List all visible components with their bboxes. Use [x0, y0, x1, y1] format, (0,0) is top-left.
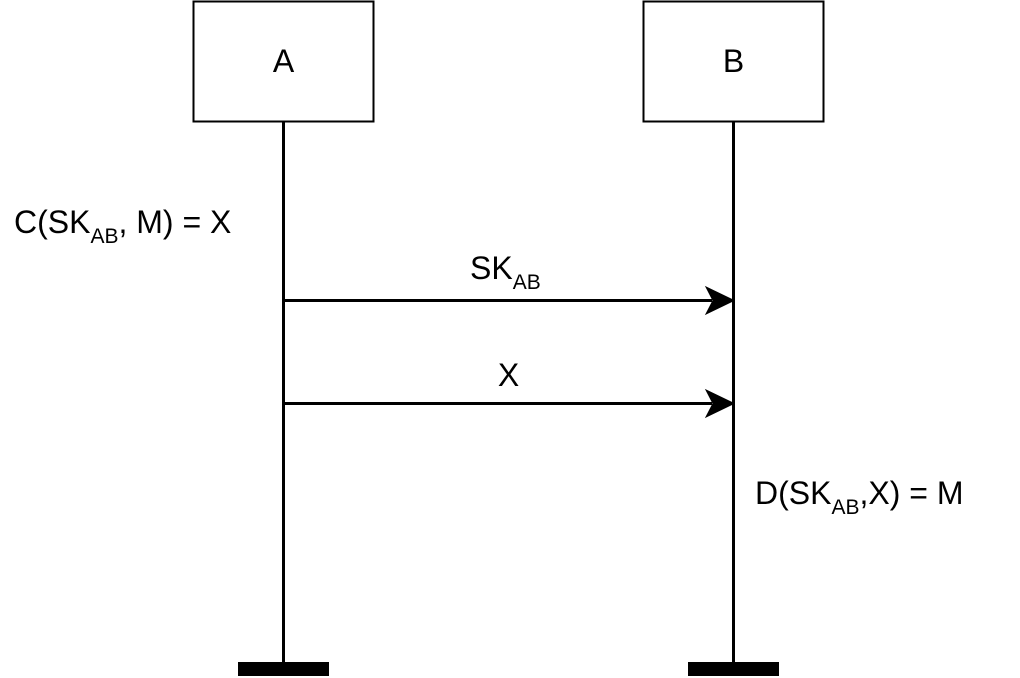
message-2-arrowhead: [704, 388, 736, 419]
encrypt-note-sub: AB: [90, 225, 118, 248]
message-1: SKAB: [283, 250, 736, 316]
decrypt-note-pre: D(SK: [755, 475, 831, 511]
message-1-label: SKAB: [470, 250, 541, 294]
decrypt-note-sub: AB: [831, 496, 859, 519]
message-2: X: [283, 357, 736, 419]
participant-a: A: [192, 0, 375, 676]
message-1-arrowhead: [704, 285, 736, 316]
participant-a-box: [192, 0, 375, 123]
encrypt-note: C(SKAB, M) = X: [14, 204, 231, 248]
participant-a-lifeline-end: [238, 662, 329, 676]
encrypt-note-post: , M) = X: [118, 204, 231, 240]
message-2-label: X: [498, 357, 519, 393]
participant-b-box: [642, 0, 825, 123]
participant-b-label: B: [723, 43, 744, 79]
message-1-label-sub: AB: [513, 271, 541, 294]
message-1-label-main: SK: [470, 250, 513, 286]
decrypt-note-post: ,X) = M: [859, 475, 963, 511]
participant-b: B: [642, 0, 825, 676]
participant-b-lifeline-end: [688, 662, 779, 676]
participant-a-label: A: [273, 43, 295, 79]
decrypt-note: D(SKAB,X) = M: [755, 475, 963, 519]
encrypt-note-pre: C(SK: [14, 204, 90, 240]
